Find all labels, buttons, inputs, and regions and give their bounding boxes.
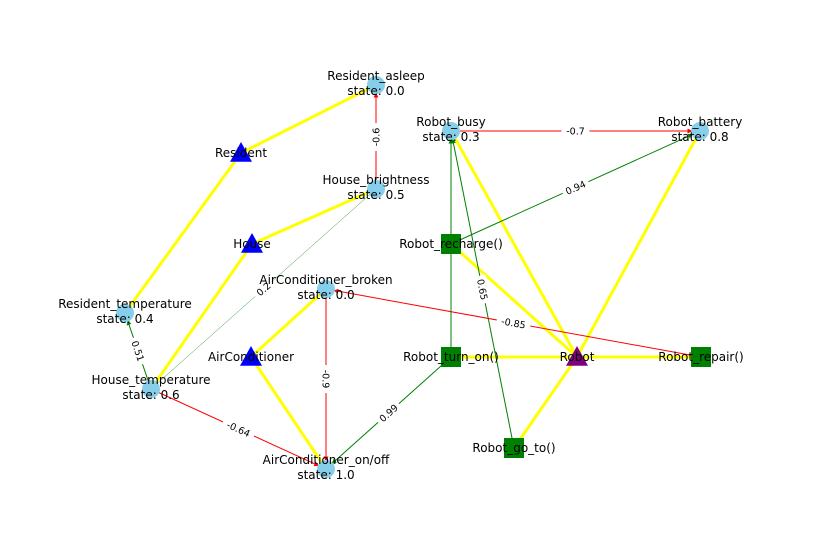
edge-weight-text: 0.51 [128, 340, 145, 364]
edge-label: 0.65 [473, 274, 492, 305]
edge-labels-layer: -0.6-0.70.940.65-0.85-0.90.99-0.640.510.… [127, 123, 591, 442]
edge-label-background [370, 123, 382, 151]
action-node-marker [691, 347, 711, 367]
edge-label-background [495, 314, 532, 332]
node-name-label: Robot_go_to() [472, 441, 555, 455]
edge-air_conditioner-ac_broken [249, 287, 328, 359]
edge-label-background [374, 399, 403, 427]
edge-resident-resident_temperature [123, 152, 243, 314]
edge-label: -0.9 [320, 365, 332, 393]
edge-house-house_temperature [149, 243, 254, 390]
edge-label-background [127, 335, 149, 367]
node-name-label: AirConditioner_on/off [263, 453, 390, 467]
edge-label: -0.6 [370, 123, 383, 151]
edge-label-background [473, 274, 492, 305]
edge-label-background [251, 277, 276, 301]
edge-robot-robot_go_to [512, 356, 579, 449]
edge-label-background [560, 176, 591, 199]
node-state-label: state: 0.3 [422, 130, 479, 144]
node-state-label: state: 0.8 [671, 130, 728, 144]
edge-label: 0.94 [560, 176, 591, 199]
entity-node-marker [566, 346, 588, 366]
nodes-layer [116, 76, 711, 478]
node-name-label: Robot_battery [658, 115, 743, 129]
edge-weight-text: 0.65 [474, 278, 489, 301]
entity-node-marker [240, 346, 262, 366]
edge-robot-robot_battery [575, 130, 702, 358]
node-state-label: state: 0.4 [96, 312, 153, 326]
node-state-label: state: 0.5 [347, 188, 404, 202]
state-node-marker [367, 180, 385, 198]
node-name-label: Resident_temperature [58, 297, 192, 311]
action-node-marker [504, 438, 524, 458]
edges-layer [123, 83, 702, 470]
node-state-label: state: 1.0 [297, 468, 354, 482]
node-name-label: Robot_repair() [658, 350, 743, 364]
node-name-label: Robot_recharge() [399, 237, 503, 251]
edge-label: 0.51 [127, 335, 149, 367]
state-node-marker [691, 122, 709, 140]
edge-robot-robot_busy [449, 130, 579, 358]
edge-resident-resident_asleep [240, 83, 377, 155]
node-name-label: AirConditioner_broken [259, 273, 392, 287]
node-name-label: Robot [560, 350, 595, 364]
edge-house-house_brightness [251, 187, 377, 246]
node-state-label: state: 0.0 [347, 84, 404, 98]
edge-weight-text: -0.7 [566, 127, 585, 138]
state-node-marker [367, 76, 385, 94]
node-name-label: House_temperature [91, 373, 210, 387]
edge-weight-text: -0.9 [320, 370, 331, 389]
action-node-marker [441, 234, 461, 254]
edge-robot-robot_recharge [449, 242, 579, 359]
edge-label-background [220, 416, 257, 442]
state-node-marker [317, 460, 335, 478]
edge-weight-text: 0.94 [564, 179, 588, 198]
entity-node-marker [241, 233, 263, 253]
node-name-label: House_brightness [323, 173, 430, 187]
edge-label: -0.85 [495, 314, 532, 332]
edge-label: -0.64 [220, 416, 257, 442]
edge-label: -0.7 [561, 125, 590, 138]
entity-node-marker [230, 142, 252, 162]
edge-weight-text: -0.64 [225, 420, 252, 440]
node-name-label: House [233, 237, 271, 251]
node-name-label: Robot_turn_on() [403, 350, 499, 364]
action-node-marker [441, 347, 461, 367]
edge-weight-text: -0.6 [372, 128, 383, 147]
state-node-marker [442, 122, 460, 140]
node-name-label: AirConditioner [208, 350, 294, 364]
edge-weight-text: -0.85 [500, 316, 526, 331]
edge-label-background [320, 365, 332, 393]
node-name-label: Resident [215, 146, 267, 160]
node-state-label: state: 0.6 [122, 388, 179, 402]
state-node-marker [317, 280, 335, 298]
edge-label-background [561, 125, 590, 137]
state-node-marker [116, 304, 134, 322]
node-name-label: Robot_busy [416, 115, 485, 129]
state-node-marker [142, 380, 160, 398]
node-state-label: state: 0.0 [297, 288, 354, 302]
node-name-label: Resident_asleep [327, 69, 424, 83]
edge-air_conditioner-ac_onoff [249, 356, 328, 470]
